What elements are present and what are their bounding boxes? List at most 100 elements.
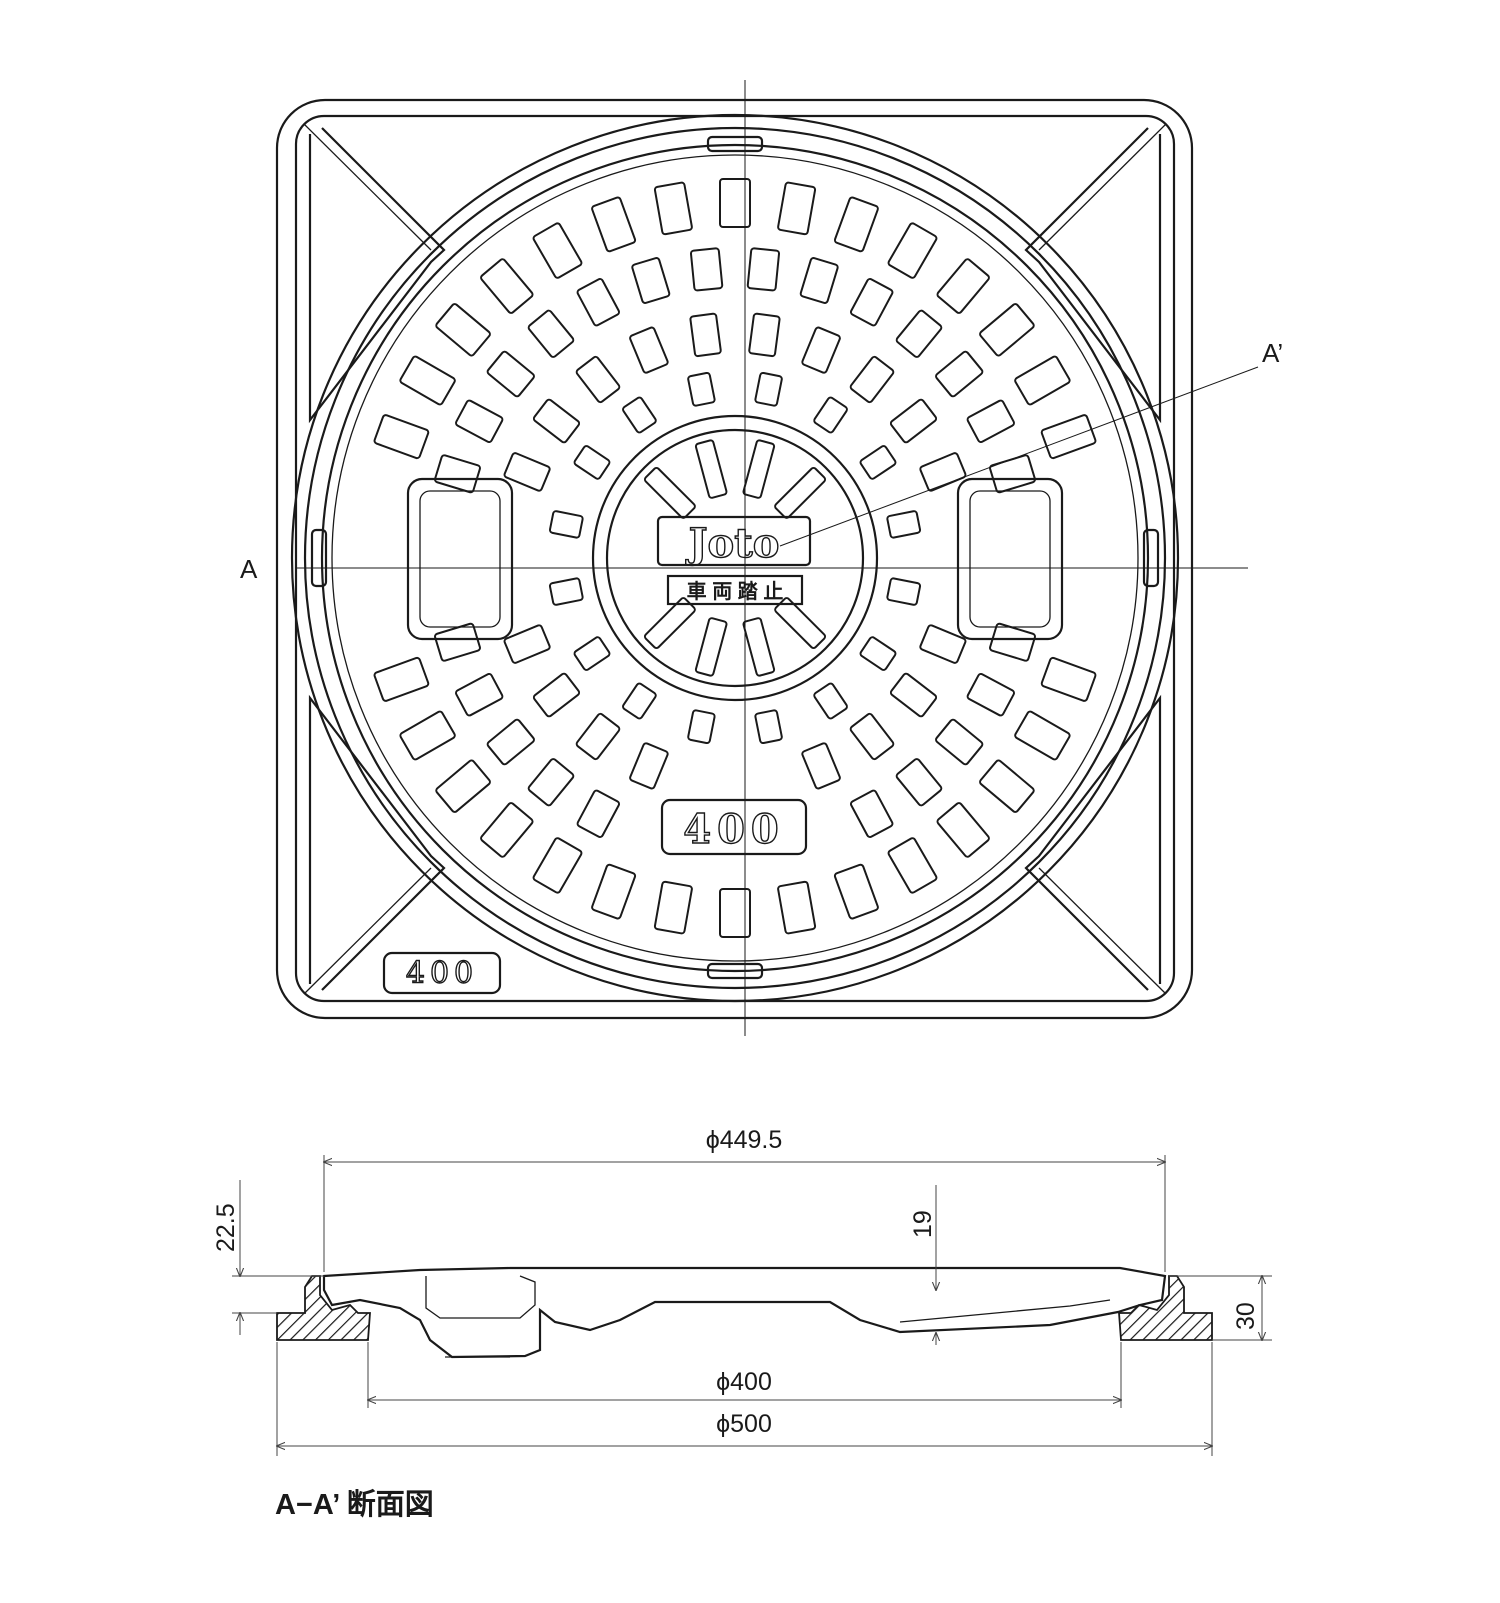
grip-slot [719,178,751,228]
grip-slot [935,350,984,398]
grip-slot [532,222,583,279]
grip-slot [936,802,990,858]
grip-slot [849,789,894,838]
grip-slot [503,624,551,664]
grip-slot [434,454,481,494]
grip-slot [886,577,922,606]
grip-slot [629,742,669,790]
hub-spoke-slot [694,439,728,499]
grip-slot [486,718,535,766]
grip-slot [799,257,839,304]
grip-slot [687,709,716,745]
grip-slot [532,837,583,894]
grip-slot [1040,414,1097,460]
brand-plate [656,515,812,567]
section-leader-line [779,366,1259,547]
grip-slot [966,399,1015,444]
grip-slot [486,350,535,398]
pry-window-right-inner [969,490,1051,628]
grip-slot [849,355,895,404]
hub-spoke-slot [643,466,696,519]
pry-window-left [406,477,514,641]
grip-slot [527,758,575,807]
grip-slot [532,398,581,444]
cover-underside-line [899,1299,1111,1323]
grip-slot [849,712,895,761]
hinge-lug [310,528,328,588]
grip-slot [434,622,481,662]
grip-slot [1014,710,1071,761]
grip-slot [435,303,491,357]
grip-slot [1014,355,1071,406]
grip-slot [455,672,504,717]
grip-slot [622,396,657,434]
section-caption: A−A’ 断面図 [275,1488,434,1521]
cover-grip-pattern [373,178,1097,938]
dim-overall-height: 30 [1232,1302,1260,1330]
grip-slot [989,454,1036,494]
dim-cover-thickness: 19 [909,1210,937,1238]
grip-slot [936,258,990,314]
section-view: ϕ449.5 19 22.5 30 ϕ400 ϕ500 A−A’ 断面図 [212,1126,1272,1521]
grip-slot [754,709,783,745]
grip-slot [754,371,783,407]
grip-slot [859,445,897,480]
dim-flange-height: 22.5 [212,1203,240,1252]
grip-slot [889,672,938,718]
grip-slot [849,278,894,327]
grip-slot [575,355,621,404]
grip-slot [689,247,724,292]
grip-slot [373,414,430,460]
hub-spoke-slot [774,466,827,519]
grip-slot [591,196,637,253]
grip-slot [399,710,456,761]
grip-slot [576,789,621,838]
grip-slot [1040,656,1097,702]
hub-spoke-slot [742,617,776,677]
pry-window-right [956,477,1064,641]
grip-slot [889,398,938,444]
cover-section-profile [322,1266,1167,1359]
grip-slot [813,396,848,434]
grip-slot [777,880,817,935]
grip-slot [629,326,669,374]
grip-slot [689,312,722,358]
frame-corner-ribs [308,127,1162,991]
hinge-lug [706,135,764,153]
grip-slot [653,181,693,236]
grip-slot [455,399,504,444]
cover-size-plate [660,798,808,856]
dim-opening-diameter: ϕ400 [716,1368,772,1396]
hub-spoke-slot [694,617,728,677]
frame-section-right [1118,1275,1213,1341]
grip-slot [503,452,551,492]
grip-slot [575,712,621,761]
cover-underside-detail [425,1275,536,1319]
grip-slot [801,742,841,790]
stamp-plate [666,574,804,606]
grip-slot [919,624,967,664]
section-end-label: A’ [1262,338,1283,368]
grip-slot [886,510,922,539]
rib-line [1038,867,1167,995]
rib-line [303,867,432,995]
grip-slot [979,759,1035,813]
grip-slot [833,863,879,920]
grip-slot [887,837,938,894]
cover-ring-3 [320,143,1150,973]
grip-slot [687,371,716,407]
grip-slot [631,257,671,304]
grip-slot [573,636,611,671]
hub-spoke-slot [742,439,776,499]
grip-slot [887,222,938,279]
grip-slot [435,759,491,813]
grip-slot [895,758,943,807]
grip-slot [576,278,621,327]
stamp-text: 車 両 踏 止 [687,579,784,603]
frame-section-left [276,1275,371,1341]
cover-ring-2 [303,126,1167,990]
grip-slot [399,355,456,406]
dim-top-diameter: ϕ449.5 [706,1126,783,1154]
grip-slot [895,309,943,358]
